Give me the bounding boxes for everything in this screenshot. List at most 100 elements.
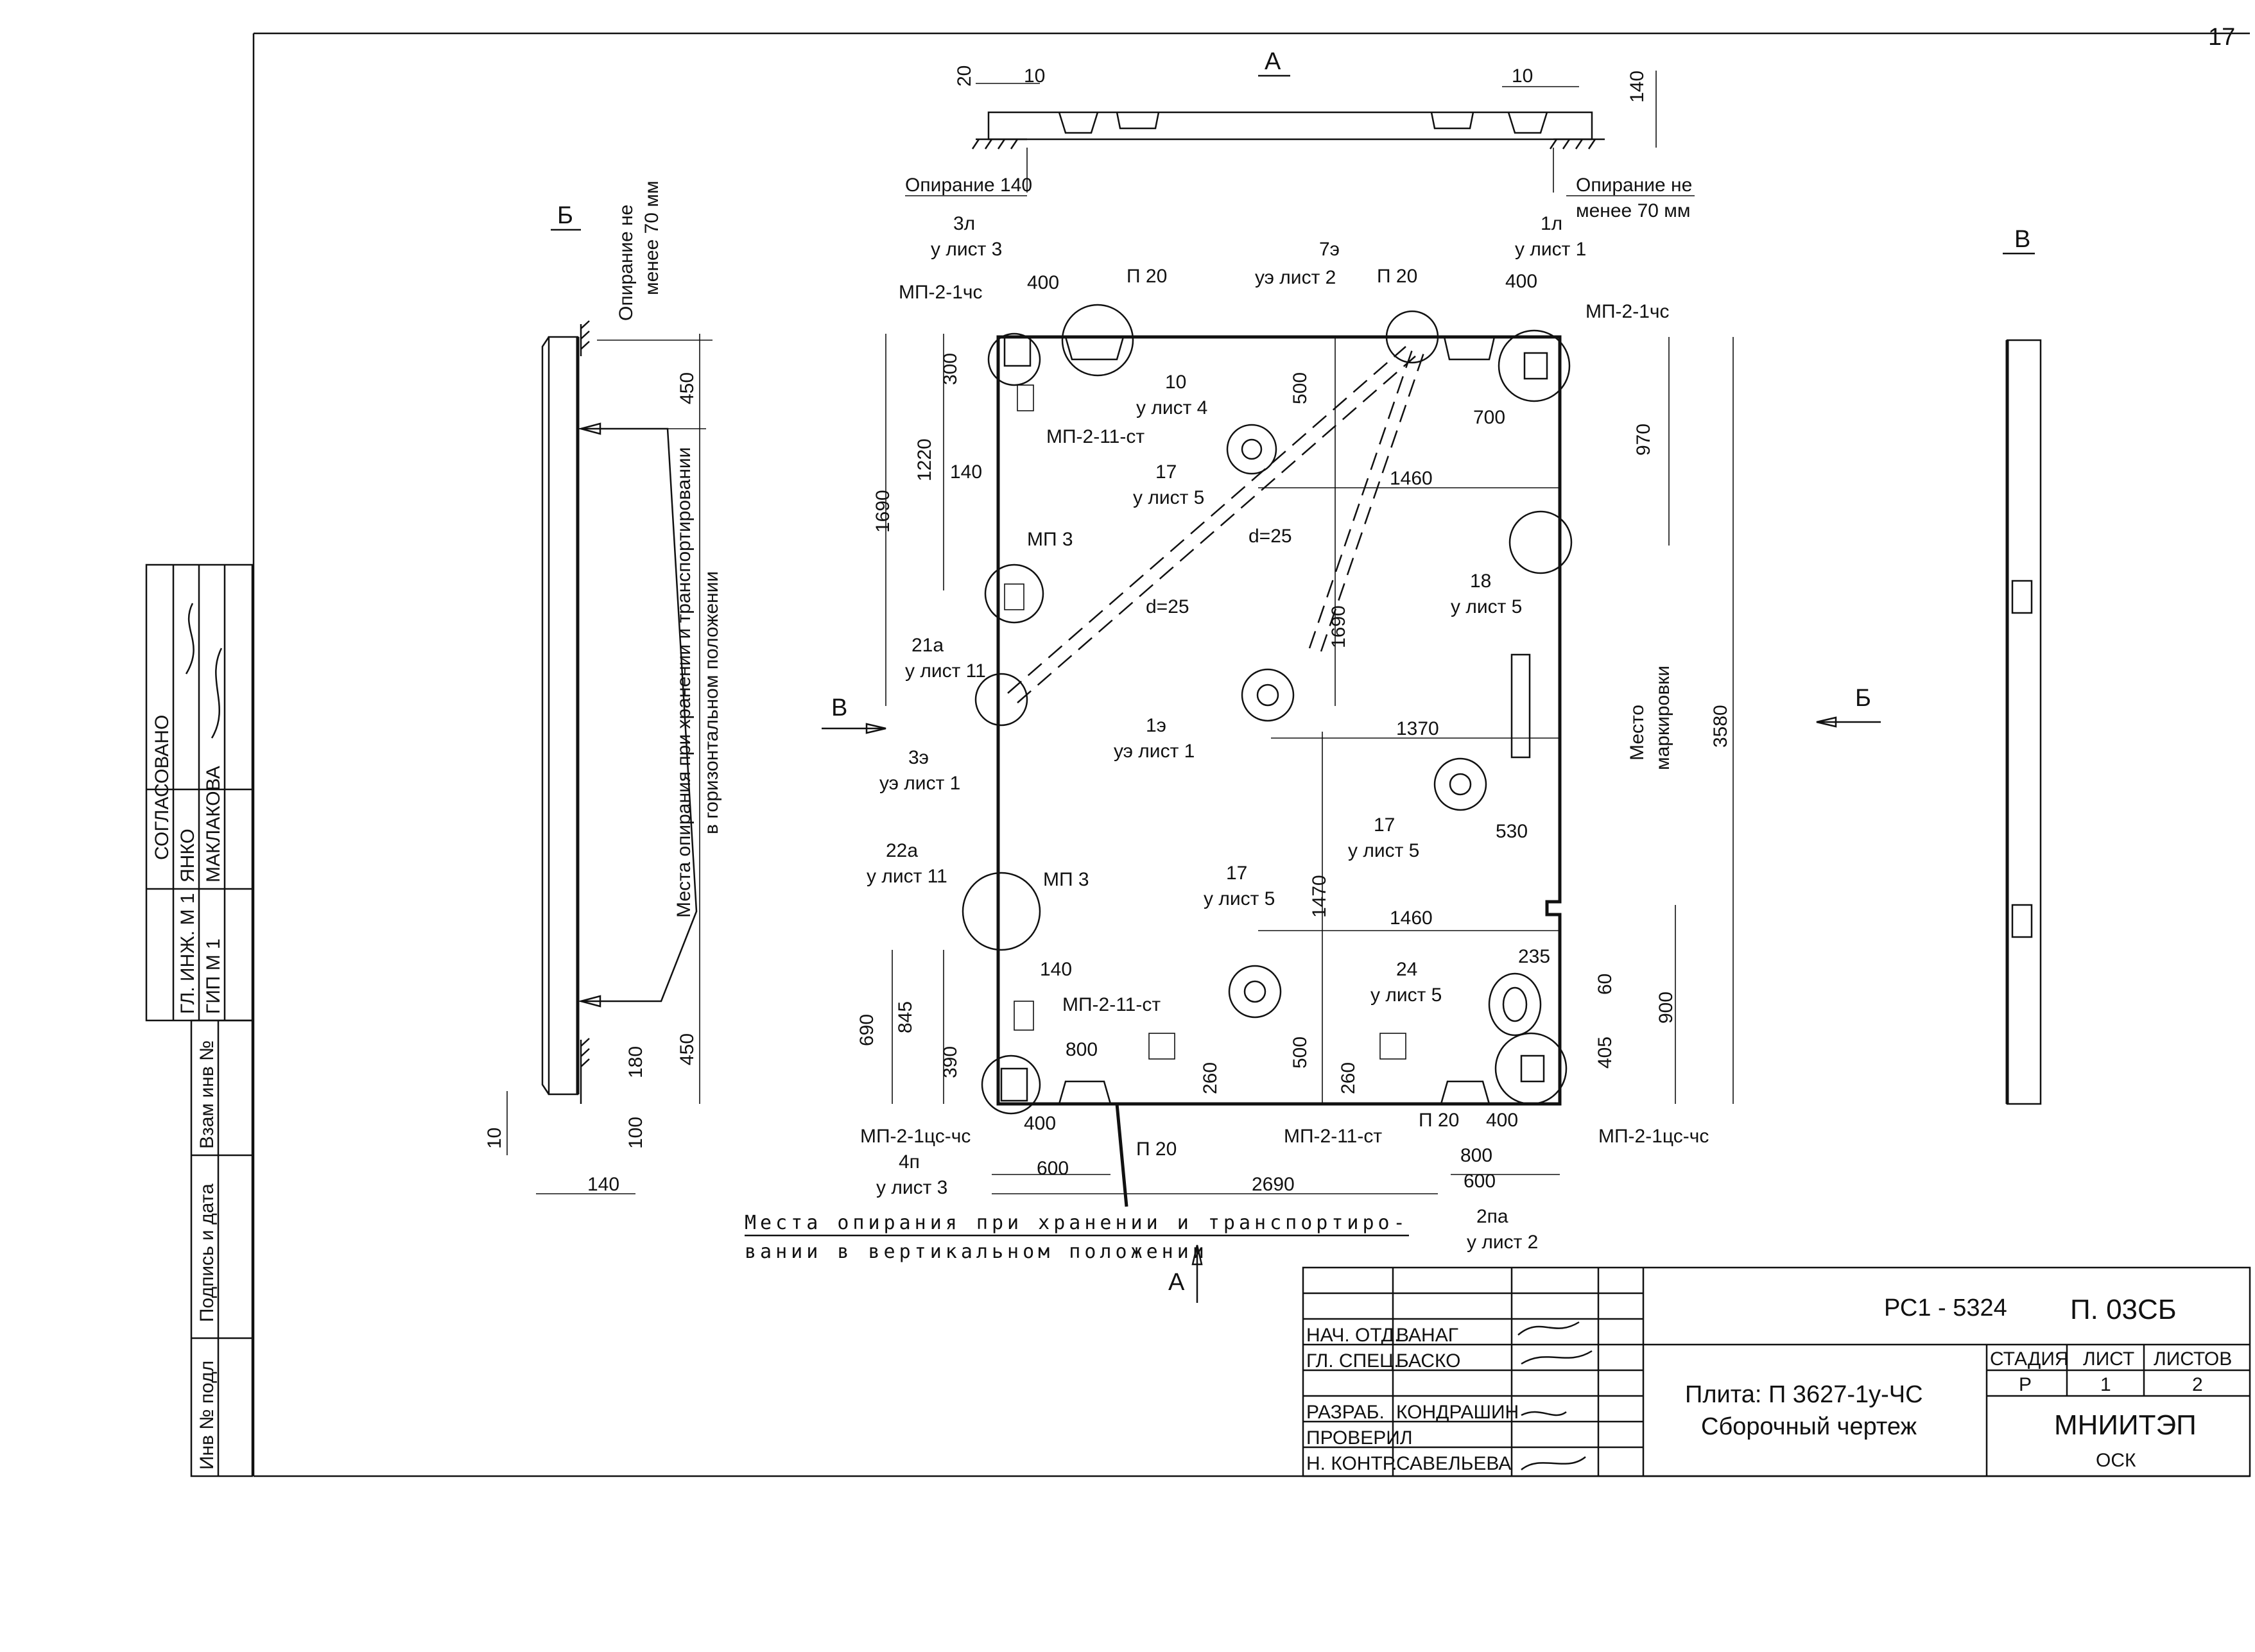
top-dim-140: 140: [1627, 71, 1648, 103]
label-d800-b: 800: [1460, 1145, 1492, 1166]
role-0: НАЧ. ОТД.: [1306, 1325, 1399, 1346]
label-d1690-mid: 1690: [1328, 605, 1349, 648]
label-mp-br: МП-2-1цс-чс: [1598, 1126, 1709, 1147]
label-p20-a: П 20: [1127, 266, 1167, 287]
strip-agreed: СОГЛАСОВАНО: [151, 715, 173, 860]
signature-marks: [1517, 1321, 1593, 1470]
left-dim-140: 140: [587, 1174, 619, 1195]
top-view: А 20 10 10 140 Опирание 140 Опирание не …: [905, 48, 1695, 221]
label-mark-place-1: Место: [1627, 705, 1648, 761]
label-7e-ref: уэ лист 2: [1255, 267, 1336, 288]
label-24-ref: у лист 5: [1370, 985, 1442, 1006]
name-1: БАСКО: [1396, 1350, 1461, 1372]
label-d390: 390: [940, 1046, 961, 1078]
slab-plan: [962, 304, 1573, 1115]
label-d140-b: 140: [1040, 959, 1072, 980]
label-d260-a: 260: [1200, 1062, 1221, 1094]
label-mp-tr: МП-2-1чс: [1585, 301, 1670, 322]
label-d1690-left: 1690: [872, 490, 894, 533]
name-5: САВЕЛЬЕВА: [1396, 1453, 1511, 1474]
label-24: 24: [1396, 959, 1417, 980]
label-d3580: 3580: [1710, 705, 1731, 748]
top-support-right-2: менее 70 мм: [1576, 200, 1691, 221]
approval-strip: СОГЛАСОВАНО ГЛ. ИНЖ. М 1 ГИП М 1 ЯНКО МА…: [145, 564, 254, 1477]
label-d300: 300: [940, 353, 961, 385]
label-d700: 700: [1473, 407, 1505, 428]
label-p20-b: П 20: [1377, 266, 1417, 287]
label-d900: 900: [1655, 992, 1677, 1024]
label-d2690: 2690: [1252, 1174, 1295, 1195]
strip-maklakova: МАКЛАКОВА: [203, 766, 224, 882]
left-note-1: Места опирания при хранении и транспорти…: [673, 447, 695, 918]
label-1e-ref: уэ лист 1: [1114, 741, 1195, 762]
label-d400-c: 400: [1024, 1113, 1056, 1134]
arrow-a-label: А: [1168, 1269, 1185, 1296]
label-d600-b: 600: [1464, 1171, 1496, 1192]
label-d60: 60: [1594, 974, 1616, 995]
note-vertical-1: Места опирания при хранении и транспорти…: [745, 1212, 1409, 1234]
strip-vzam: Взам инв №: [196, 1040, 218, 1149]
label-mp211-b: МП-2-11-ст: [1062, 994, 1161, 1015]
label-17-c: 17: [1226, 863, 1247, 884]
label-4p: 4п: [899, 1151, 920, 1173]
label-mp211-a: МП-2-11-ст: [1046, 426, 1145, 447]
top-dim-10-left: 10: [1024, 65, 1045, 87]
label-d1460-a: 1460: [1390, 468, 1433, 489]
top-dim-20: 20: [954, 65, 975, 87]
strip-yanko: ЯНКО: [177, 829, 198, 882]
label-d400-d: 400: [1486, 1110, 1518, 1131]
label-1l: 1л: [1541, 213, 1562, 234]
label-d970: 970: [1633, 424, 1654, 456]
doc-mark: П. 03СБ: [2070, 1294, 2177, 1325]
label-d235: 235: [1518, 946, 1550, 967]
role-1: ГЛ. СПЕЦ.: [1306, 1350, 1399, 1372]
label-2pa: 2па: [1476, 1206, 1508, 1227]
label-d25-a: d=25: [1248, 526, 1292, 547]
page-number: 17: [2208, 24, 2235, 51]
label-18: 18: [1470, 571, 1491, 592]
right-view: В: [2003, 226, 2042, 1105]
label-22a-ref: у лист 11: [867, 866, 947, 887]
note-vertical-2: вании в вертикальном положении: [745, 1241, 1208, 1263]
label-3l-ref: у лист 3: [931, 239, 1002, 260]
label-17-b-ref: у лист 5: [1348, 840, 1419, 861]
label-21a-ref: у лист 11: [905, 660, 986, 682]
label-4p-ref: у лист 3: [876, 1177, 947, 1198]
left-dim-180: 180: [625, 1046, 646, 1078]
label-d260-b: 260: [1338, 1062, 1359, 1094]
label-d500-b: 500: [1290, 1037, 1311, 1069]
title-block: РС1 - 5324 П. 03СБ НАЧ. ОТД. ГЛ. СПЕЦ. Р…: [1302, 1266, 2251, 1477]
label-d25-b: d=25: [1146, 596, 1189, 617]
label-d1470: 1470: [1309, 875, 1330, 918]
role-3: РАЗРАБ.: [1306, 1402, 1385, 1423]
strip-gl-ing: ГЛ. ИНЖ. М 1: [177, 893, 198, 1014]
label-10: 10: [1165, 372, 1186, 393]
sheets-header: ЛИСТОВ: [2154, 1348, 2232, 1370]
label-17-a-ref: у лист 5: [1133, 487, 1204, 508]
label-d800-a: 800: [1066, 1039, 1098, 1060]
label-mp211-c: МП-2-11-ст: [1284, 1126, 1382, 1147]
left-support-1: Опирание не: [616, 205, 637, 321]
title-line-1: Плита: П 3627-1у-ЧС: [1685, 1381, 1923, 1408]
label-p20-c: П 20: [1419, 1110, 1459, 1131]
left-dim-100: 100: [625, 1117, 646, 1149]
label-3l: 3л: [953, 213, 975, 234]
label-d400-a: 400: [1027, 272, 1059, 293]
label-3e: 3э: [908, 747, 929, 768]
name-0: ВАНАГ: [1396, 1325, 1458, 1346]
dept-name: ОСК: [2096, 1450, 2136, 1471]
role-4: ПРОВЕРИЛ: [1306, 1427, 1413, 1449]
org-name: МНИИТЭП: [2054, 1409, 2197, 1441]
view-b-label-left: Б: [557, 202, 573, 229]
strip-gip: ГИП М 1: [203, 938, 224, 1014]
label-17-b: 17: [1374, 814, 1395, 836]
label-d500-a: 500: [1290, 372, 1311, 404]
label-2pa-ref: у лист 2: [1467, 1232, 1538, 1253]
doc-code: РС1 - 5324: [1884, 1295, 2007, 1321]
label-7e: 7э: [1319, 239, 1340, 260]
left-view: Б Опирание не менее 70 мм 450 Места опир…: [484, 180, 722, 1195]
plan-labels: 3л у лист 3 МП-2-1чс 400 П 20 7э уэ лист…: [745, 213, 1881, 1303]
sheet-header: ЛИСТ: [2083, 1348, 2134, 1370]
left-dim-450-top: 450: [677, 372, 698, 404]
